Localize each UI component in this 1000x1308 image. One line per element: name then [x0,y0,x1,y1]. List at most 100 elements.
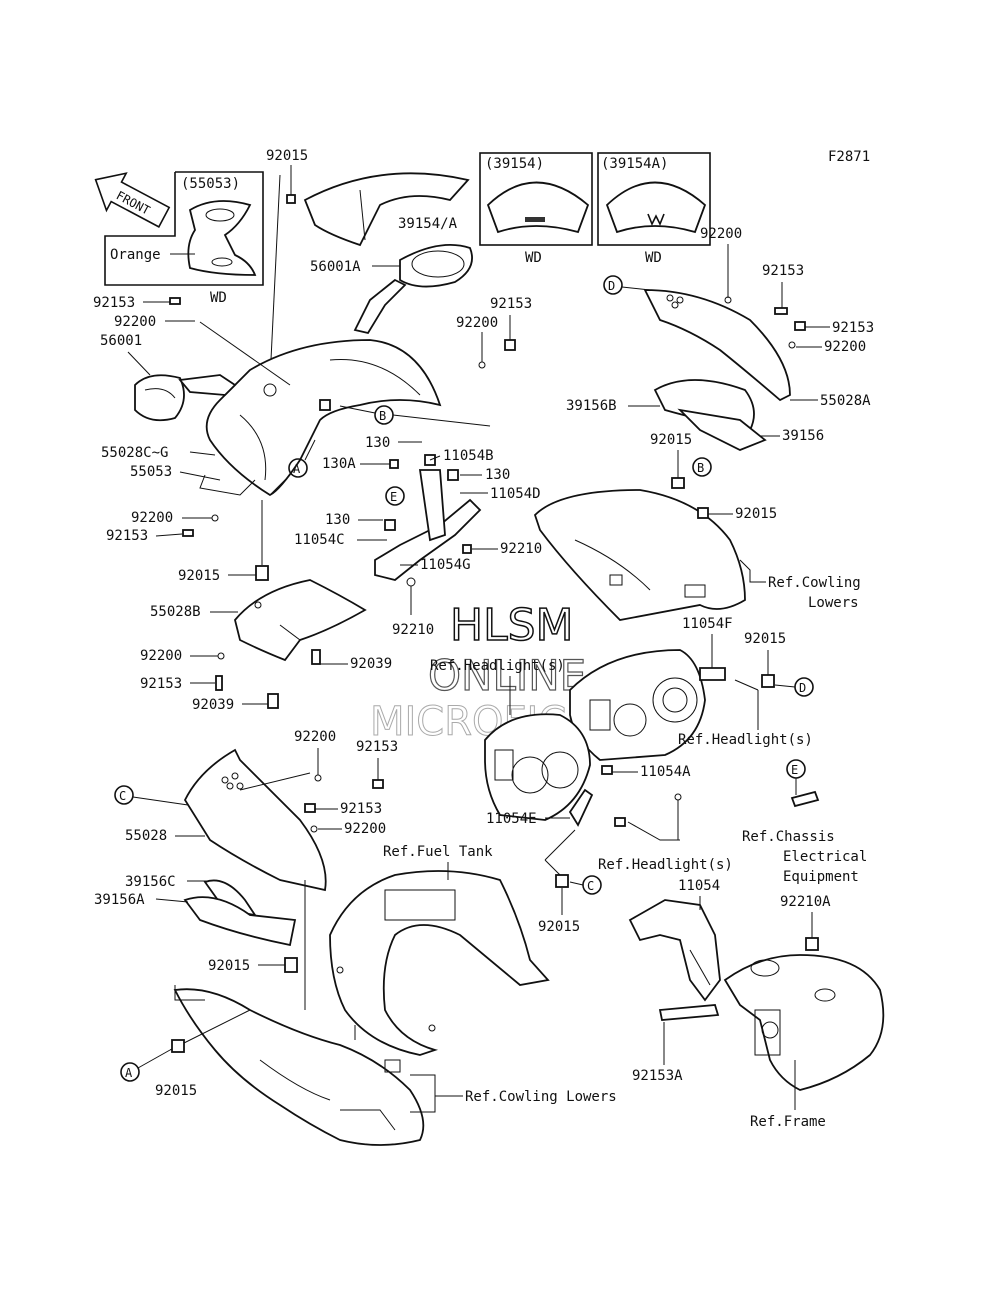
headlight-lower [484,713,591,821]
inset-39154: (39154) WD [479,152,593,266]
side-cowl-right [533,489,746,621]
ref-cowling-lowers-2: Ref.Cowling Lowers [465,1089,617,1105]
inset-39154-title: (39154) [485,156,544,172]
label-92015-r3: 92015 [744,631,786,647]
callout-E-right-label: E [791,763,798,777]
label-92210-a: 92210 [500,541,542,557]
stay-bracket-assembly [374,454,482,581]
callout-E-upper-label: E [390,490,397,504]
ref-cowling-lowers-1a: Ref.Cowling [768,575,861,591]
inset-55053: (55053) Orange WD [104,171,264,306]
watermark: HLSM ONLINE MICROFICHE [370,599,623,745]
label-11054C: 11054C [294,532,345,548]
label-92200-l3: 92200 [140,648,182,664]
label-92153A: 92153A [632,1068,683,1084]
inset-55053-sub: WD [210,290,227,306]
callout-A-upper [288,458,308,478]
ref-fuel-tank: Ref.Fuel Tank [383,844,493,860]
label-11054E: 11054E [486,811,537,827]
upper-cowl [205,339,442,497]
label-11054G: 11054G [420,557,471,573]
label-92039-a: 92039 [350,656,392,672]
label-92153-r1: 92153 [762,263,804,279]
label-92200-r2: 92200 [824,339,866,355]
label-11054A: 11054A [640,764,691,780]
side-cowl-left [173,988,425,1146]
label-92015-l: 92015 [178,568,220,584]
callout-A-lower-label: A [125,1066,133,1080]
label-11054B: 11054B [443,448,494,464]
inset-39154-sub: WD [525,250,542,266]
inset-39154A-sub: WD [645,250,662,266]
label-11054F: 11054F [682,616,733,632]
watermark-line2: ONLINE [428,651,586,700]
label-92210-b: 92210 [392,622,434,638]
frame-section [723,954,885,1091]
label-92015-top: 92015 [266,148,308,164]
label-92015-mr: 92015 [538,919,580,935]
inner-panel-55028 [183,748,327,892]
label-92210A: 92210A [780,894,831,910]
label-92153-l2: 92153 [106,528,148,544]
fuel-tank-cover [329,870,550,1056]
label-55028B: 55028B [150,604,201,620]
label-92153-m2: 92153 [340,801,382,817]
inset-39154A-title: (39154A) [601,156,668,172]
ref-chassis-a: Ref.Chassis [742,829,835,845]
callout-D-right [603,275,623,295]
mirror-56001A [353,243,473,335]
ref-cowling-lowers-1b: Lowers [808,595,859,611]
label-130A: 130A [322,456,356,472]
inset-55053-title: (55053) [181,176,240,192]
panel-39156 [677,408,767,451]
ref-headlight-2: Ref.Headlight(s) [678,732,813,748]
callout-D-mid-label: D [799,681,806,695]
callout-A-lower [120,1062,140,1082]
label-130-b: 130 [485,467,510,483]
callout-C-mid-label: C [587,879,594,893]
callout-A-upper-label: A [293,462,301,476]
label-92153-c: 92153 [490,296,532,312]
label-11054D: 11054D [490,486,541,502]
callout-C-left [114,785,134,805]
label-92200-l2: 92200 [131,510,173,526]
inner-cover-55028B [234,579,367,662]
panel-39156A [183,896,297,947]
label-92015-r1: 92015 [650,432,692,448]
windscreen-39154A [303,172,470,247]
label-130-a: 130 [365,435,390,451]
callout-E-upper [385,486,405,506]
label-92015-r2: 92015 [735,506,777,522]
ref-frame: Ref.Frame [750,1114,826,1130]
figure-id: F2871 [828,149,870,165]
ref-chassis-b: Electrical [783,849,867,865]
inset-39154A: (39154A) WD [597,152,711,266]
label-92200-c: 92200 [456,315,498,331]
front-arrow-icon: FRONT [94,172,171,228]
label-92153-r2: 92153 [832,320,874,336]
label-92200-m2: 92200 [344,821,386,837]
label-39156A: 39156A [94,892,145,908]
label-92039-b: 92039 [192,697,234,713]
callout-B-right [692,457,712,477]
label-39156C: 39156C [125,874,176,890]
callout-C-left-label: C [119,789,126,803]
label-39156B: 39156B [566,398,617,414]
label-92153-m1: 92153 [356,739,398,755]
label-92200-l1: 92200 [114,314,156,330]
label-130-c: 130 [325,512,350,528]
label-92015-m: 92015 [208,958,250,974]
callout-D-right-label: D [608,279,615,293]
label-92153-l3: 92153 [140,676,182,692]
label-55028A: 55028A [820,393,871,409]
inner-panel-55028A [643,289,791,402]
label-55028CG: 55028C~G [101,445,168,461]
ref-headlight-1: Ref.Headlight(s) [430,658,565,674]
label-55053: 55053 [130,464,172,480]
label-92153-l1: 92153 [93,295,135,311]
callout-B-right-label: B [697,461,704,475]
ref-chassis-c: Equipment [783,869,859,885]
inset-55053-note: Orange [110,247,161,263]
label-92200-r1: 92200 [700,226,742,242]
